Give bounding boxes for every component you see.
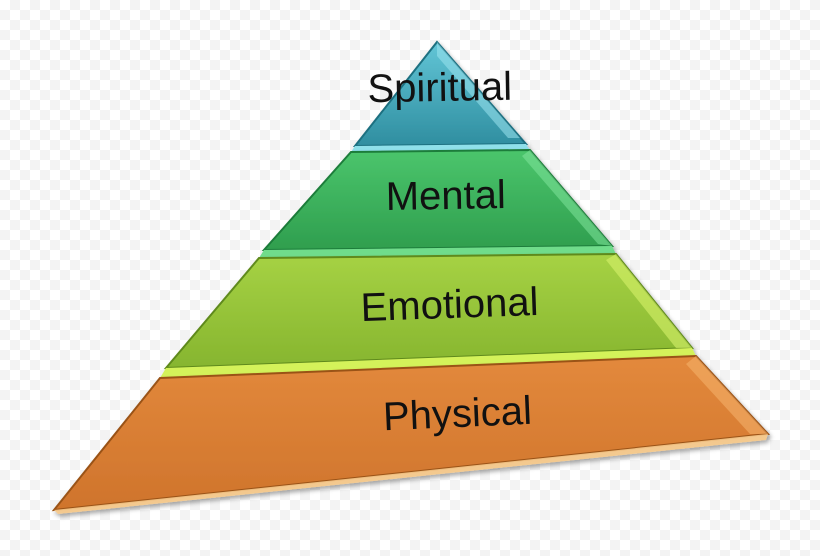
tier-emotional: [160, 252, 696, 378]
tier-label-spiritual: Spiritual: [367, 65, 512, 112]
tier-physical-bottom-edge: [54, 434, 768, 514]
tier-label-physical: Physical: [382, 389, 533, 439]
tier-physical: [51, 354, 771, 514]
tier-label-mental: Mental: [385, 173, 506, 219]
tier-emotional-bevel: [606, 254, 692, 348]
tier-spiritual-bevel: [437, 42, 520, 138]
tier-physical-bevel: [686, 356, 768, 434]
tier-label-emotional: Emotional: [360, 280, 539, 330]
tier-mental: [259, 148, 616, 258]
tier-mental-bevel: [522, 150, 612, 246]
tier-emotional-base-band: [160, 348, 696, 378]
